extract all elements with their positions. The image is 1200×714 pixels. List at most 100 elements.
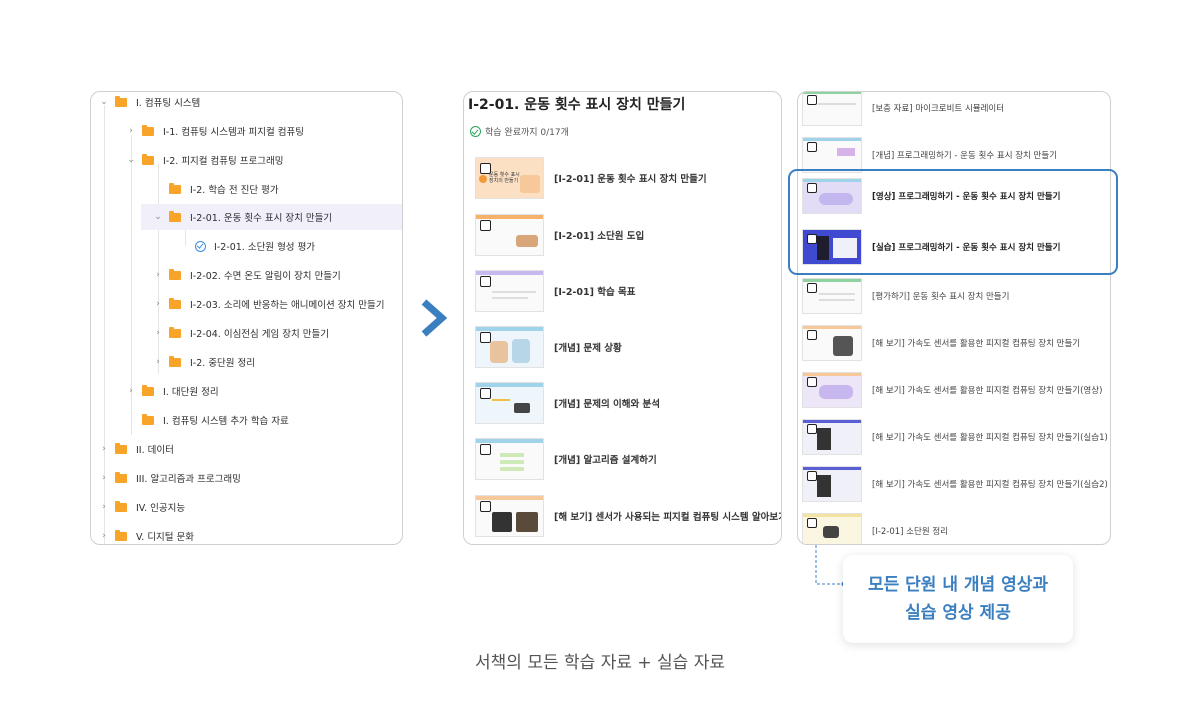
tree-item-label: I-2. 중단원 정리 — [190, 358, 256, 369]
resource-item-label: [I-2-01] 소단원 정리 — [872, 527, 949, 537]
lesson-item[interactable]: [개념] 문제 상황 — [475, 326, 622, 368]
tree-item-label: I-1. 컴퓨팅 시스템과 피지컬 컴퓨팅 — [163, 127, 304, 138]
chevron-right-icon: › — [102, 444, 106, 454]
folder-icon — [169, 210, 181, 222]
folder-icon — [142, 124, 154, 136]
tree-item-i1[interactable]: › I-1. 컴퓨팅 시스템과 피지컬 컴퓨팅 — [91, 118, 402, 144]
chevron-right-icon: › — [156, 357, 160, 367]
check-circle-icon — [470, 126, 481, 137]
tree-item-label: II. 데이터 — [136, 445, 174, 456]
tree-item-label: IV. 인공지능 — [136, 503, 186, 514]
tree-item-i2-summary[interactable]: › I-2. 중단원 정리 — [91, 349, 402, 375]
folder-icon — [169, 326, 181, 338]
folder-icon — [142, 384, 154, 396]
resource-thumbnail — [802, 137, 862, 173]
app-logo-icon — [807, 330, 817, 340]
tree-guide-line — [131, 135, 132, 435]
progress-text: 학습 완료까지 0/17개 — [485, 128, 569, 138]
tree-item-label: I-2-01. 소단원 형성 평가 — [214, 242, 316, 253]
lesson-item-label: [해 보기] 센서가 사용되는 피지컬 컴퓨팅 시스템 알아보기 — [554, 512, 782, 523]
tree-item-algorithm[interactable]: › III. 알고리즘과 프로그래밍 — [91, 465, 402, 491]
resource-item[interactable]: [해 보기] 가속도 센서를 활용한 피지컬 컴퓨팅 장치 만들기(실습2) — [802, 466, 1108, 502]
folder-icon — [142, 153, 154, 165]
lesson-item-label: [I-2-01] 운동 횟수 표시 장치 만들기 — [554, 174, 707, 185]
resource-thumbnail — [802, 229, 862, 265]
lesson-item[interactable]: 운동 횟수 표시 장치의 만들기 [I-2-01] 운동 횟수 표시 장치 만들… — [475, 157, 707, 199]
tree-item-i2[interactable]: ⌄ I-2. 피지컬 컴퓨팅 프로그래밍 — [91, 147, 402, 173]
tree-item-i2-02[interactable]: › I-2-02. 수면 온도 알림이 장치 만들기 — [91, 262, 402, 288]
tree-item-label: I-2-02. 수면 온도 알림이 장치 만들기 — [190, 271, 341, 282]
resource-item[interactable]: [평가하기] 운동 횟수 표시 장치 만들기 — [802, 278, 1009, 314]
thumbnail-text: 운동 횟수 표시 장치의 만들기 — [489, 172, 520, 184]
resource-item-label: [실습] 프로그래밍하기 - 운동 횟수 표시 장치 만들기 — [872, 243, 1061, 253]
video-icon — [807, 183, 817, 193]
resource-thumbnail — [802, 419, 862, 455]
lesson-item-label: [개념] 문제 상황 — [554, 343, 622, 354]
chevron-right-icon: › — [156, 299, 160, 309]
progress-status: 학습 완료까지 0/17개 — [470, 125, 569, 138]
tree-item-computing-system[interactable]: ⌄ I. 컴퓨팅 시스템 — [91, 92, 402, 115]
resource-item[interactable]: [영상] 프로그래밍하기 - 운동 횟수 표시 장치 만들기 — [802, 178, 1060, 214]
resource-item[interactable]: [해 보기] 가속도 센서를 활용한 피지컬 컴퓨팅 장치 만들기(실습1) — [802, 419, 1108, 455]
resource-thumbnail — [802, 372, 862, 408]
resource-item[interactable]: [I-2-01] 소단원 정리 — [802, 513, 949, 544]
tree-item-digital-culture[interactable]: › V. 디지털 문화 — [91, 523, 402, 544]
tree-item-label: I-2-03. 소리에 반응하는 애니메이션 장치 만들기 — [190, 300, 385, 311]
resource-thumbnail — [802, 513, 862, 544]
app-logo-icon — [480, 276, 491, 287]
lesson-item-label: [개념] 문제의 이해와 분석 — [554, 399, 661, 410]
folder-icon — [115, 95, 127, 107]
resource-item[interactable]: [해 보기] 가속도 센서를 활용한 피지컬 컴퓨팅 장치 만들기(영상) — [802, 372, 1102, 408]
tree-item-label: III. 알고리즘과 프로그래밍 — [136, 474, 241, 485]
app-logo-icon — [480, 163, 491, 174]
resource-thumbnail — [802, 325, 862, 361]
tree-item-i2-03[interactable]: › I-2-03. 소리에 반응하는 애니메이션 장치 만들기 — [91, 291, 402, 317]
app-logo-icon — [807, 95, 817, 105]
tree-item-data[interactable]: › II. 데이터 — [91, 436, 402, 462]
lesson-thumbnail: 운동 횟수 표시 장치의 만들기 — [475, 157, 544, 199]
resource-item[interactable]: [개념] 프로그래밍하기 - 운동 횟수 표시 장치 만들기 — [802, 137, 1057, 173]
tree-item-label: I. 컴퓨팅 시스템 — [136, 98, 201, 109]
folder-icon — [169, 297, 181, 309]
tree-item-label: I-2-01. 운동 횟수 표시 장치 만들기 — [190, 213, 333, 224]
resource-item-label: [보충 자료] 마이크로비트 시뮬레이터 — [872, 104, 1005, 114]
resource-thumbnail — [802, 178, 862, 214]
folder-icon — [142, 413, 154, 425]
chevron-right-icon: › — [129, 386, 133, 396]
resource-item-label: [영상] 프로그래밍하기 - 운동 횟수 표시 장치 만들기 — [872, 192, 1061, 202]
callout-line-1: 모든 단원 내 개념 영상과 — [867, 575, 1049, 595]
folder-icon — [169, 355, 181, 367]
tree-item-label: I. 컴퓨팅 시스템 추가 학습 자료 — [163, 416, 289, 427]
lesson-item[interactable]: [I-2-01] 소단원 도입 — [475, 214, 644, 256]
lesson-item[interactable]: [개념] 문제의 이해와 분석 — [475, 382, 660, 424]
chevron-right-icon: › — [156, 270, 160, 280]
tree-item-pretest[interactable]: I-2. 학습 전 진단 평가 — [91, 176, 402, 202]
tree-item-label: V. 디지털 문화 — [136, 532, 195, 543]
video-icon — [807, 377, 817, 387]
tree-guide-line — [158, 164, 159, 374]
resource-panel: [보충 자료] 마이크로비트 시뮬레이터 [개념] 프로그래밍하기 - 운동 횟… — [797, 91, 1111, 545]
curriculum-tree-panel: ⌄ I. 컴퓨팅 시스템 › I-1. 컴퓨팅 시스템과 피지컬 컴퓨팅 ⌄ I… — [90, 91, 403, 545]
lesson-item[interactable]: [해 보기] 센서가 사용되는 피지컬 컴퓨팅 시스템 알아보기 — [475, 495, 782, 537]
chevron-right-icon: › — [102, 531, 106, 541]
check-circle-icon — [195, 240, 206, 252]
tree-item-ai[interactable]: › IV. 인공지능 — [91, 494, 402, 520]
lesson-thumbnail — [475, 438, 544, 480]
chevron-down-icon: ⌄ — [100, 97, 108, 107]
tree-item-i2-04[interactable]: › I-2-04. 이심전심 게임 장치 만들기 — [91, 320, 402, 346]
tree-item-formative-assessment[interactable]: I-2-01. 소단원 형성 평가 — [91, 233, 402, 259]
folder-icon — [169, 182, 181, 194]
tree-item-extra-materials[interactable]: I. 컴퓨팅 시스템 추가 학습 자료 — [91, 407, 402, 433]
lesson-item[interactable]: [개념] 알고리즘 설계하기 — [475, 438, 657, 480]
callout-line-2: 실습 영상 제공 — [905, 603, 1011, 623]
resource-item[interactable]: [보충 자료] 마이크로비트 시뮬레이터 — [802, 92, 1005, 126]
folder-icon — [115, 471, 127, 483]
resource-item[interactable]: [해 보기] 가속도 센서를 활용한 피지컬 컴퓨팅 장치 만들기 — [802, 325, 1080, 361]
resource-item-label: [개념] 프로그래밍하기 - 운동 횟수 표시 장치 만들기 — [872, 151, 1058, 161]
tree-item-i-summary[interactable]: › I. 대단원 정리 — [91, 378, 402, 404]
lesson-item[interactable]: [I-2-01] 학습 목표 — [475, 270, 636, 312]
resource-item-label: [해 보기] 가속도 센서를 활용한 피지컬 컴퓨팅 장치 만들기(실습2) — [872, 480, 1108, 490]
folder-icon — [115, 442, 127, 454]
resource-item[interactable]: [실습] 프로그래밍하기 - 운동 횟수 표시 장치 만들기 — [802, 229, 1060, 265]
tree-item-i2-01-selected[interactable]: ⌄ I-2-01. 운동 횟수 표시 장치 만들기 — [141, 204, 402, 230]
